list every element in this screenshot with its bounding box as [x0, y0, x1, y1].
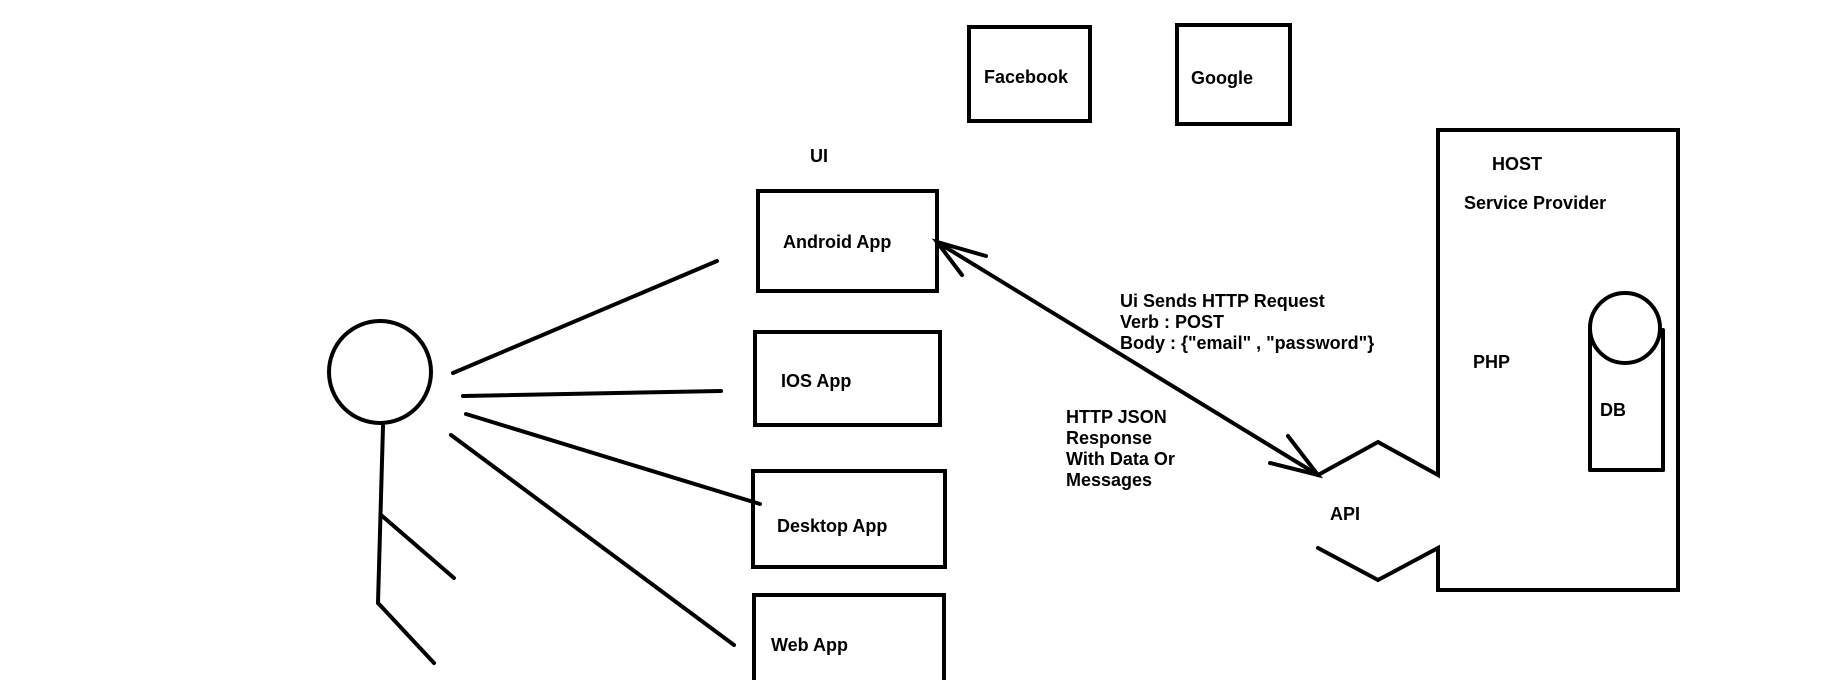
request-note-line3: Body : {"email" , "password"} — [1120, 333, 1374, 353]
user-to-web-line — [449, 433, 736, 647]
response-note-line4: Messages — [1066, 470, 1152, 490]
ios-app-node: IOS App — [753, 330, 942, 427]
request-note-line2: Verb : POST — [1120, 312, 1224, 332]
host-node: HOST Service Provider PHP — [1316, 128, 1680, 592]
db-node: DB — [1588, 291, 1665, 472]
user-to-ios-line — [461, 389, 723, 398]
api-label: API — [1330, 504, 1360, 524]
user-arm — [379, 513, 456, 580]
user-to-android-line — [451, 259, 719, 375]
user-head — [327, 319, 433, 425]
google-node: Google — [1175, 23, 1292, 126]
ui-label: UI — [810, 146, 828, 166]
arrow-shaft — [935, 240, 1320, 477]
user-figure — [327, 319, 456, 665]
web-app-label: Web App — [771, 635, 848, 655]
facebook-box — [967, 25, 1092, 123]
facebook-label: Facebook — [984, 67, 1069, 87]
host-title: HOST — [1492, 154, 1542, 174]
db-label: DB — [1600, 400, 1626, 420]
web-app-box — [752, 593, 946, 685]
desktop-app-label: Desktop App — [777, 516, 887, 536]
desktop-app-box — [751, 469, 947, 569]
web-app-node: Web App — [752, 593, 946, 685]
user-leg — [376, 601, 436, 665]
response-note-line3: With Data Or — [1066, 449, 1175, 469]
response-note-line1: HTTP JSON — [1066, 407, 1167, 427]
user-to-desktop-line — [464, 412, 762, 506]
host-subtitle: Service Provider — [1464, 193, 1606, 213]
android-app-node: Android App — [756, 189, 939, 293]
db-top — [1588, 291, 1662, 365]
google-label: Google — [1191, 68, 1253, 88]
ios-app-label: IOS App — [781, 371, 851, 391]
android-app-label: Android App — [783, 232, 891, 252]
ios-app-box — [753, 330, 942, 427]
php-label: PHP — [1473, 352, 1510, 372]
desktop-app-node: Desktop App — [751, 469, 947, 569]
host-outline — [1316, 128, 1680, 592]
arrow-head-android — [931, 238, 988, 277]
google-box — [1175, 23, 1292, 126]
request-note-line1: Ui Sends HTTP Request — [1120, 291, 1325, 311]
facebook-node: Facebook — [967, 25, 1092, 123]
response-note-line2: Response — [1066, 428, 1152, 448]
